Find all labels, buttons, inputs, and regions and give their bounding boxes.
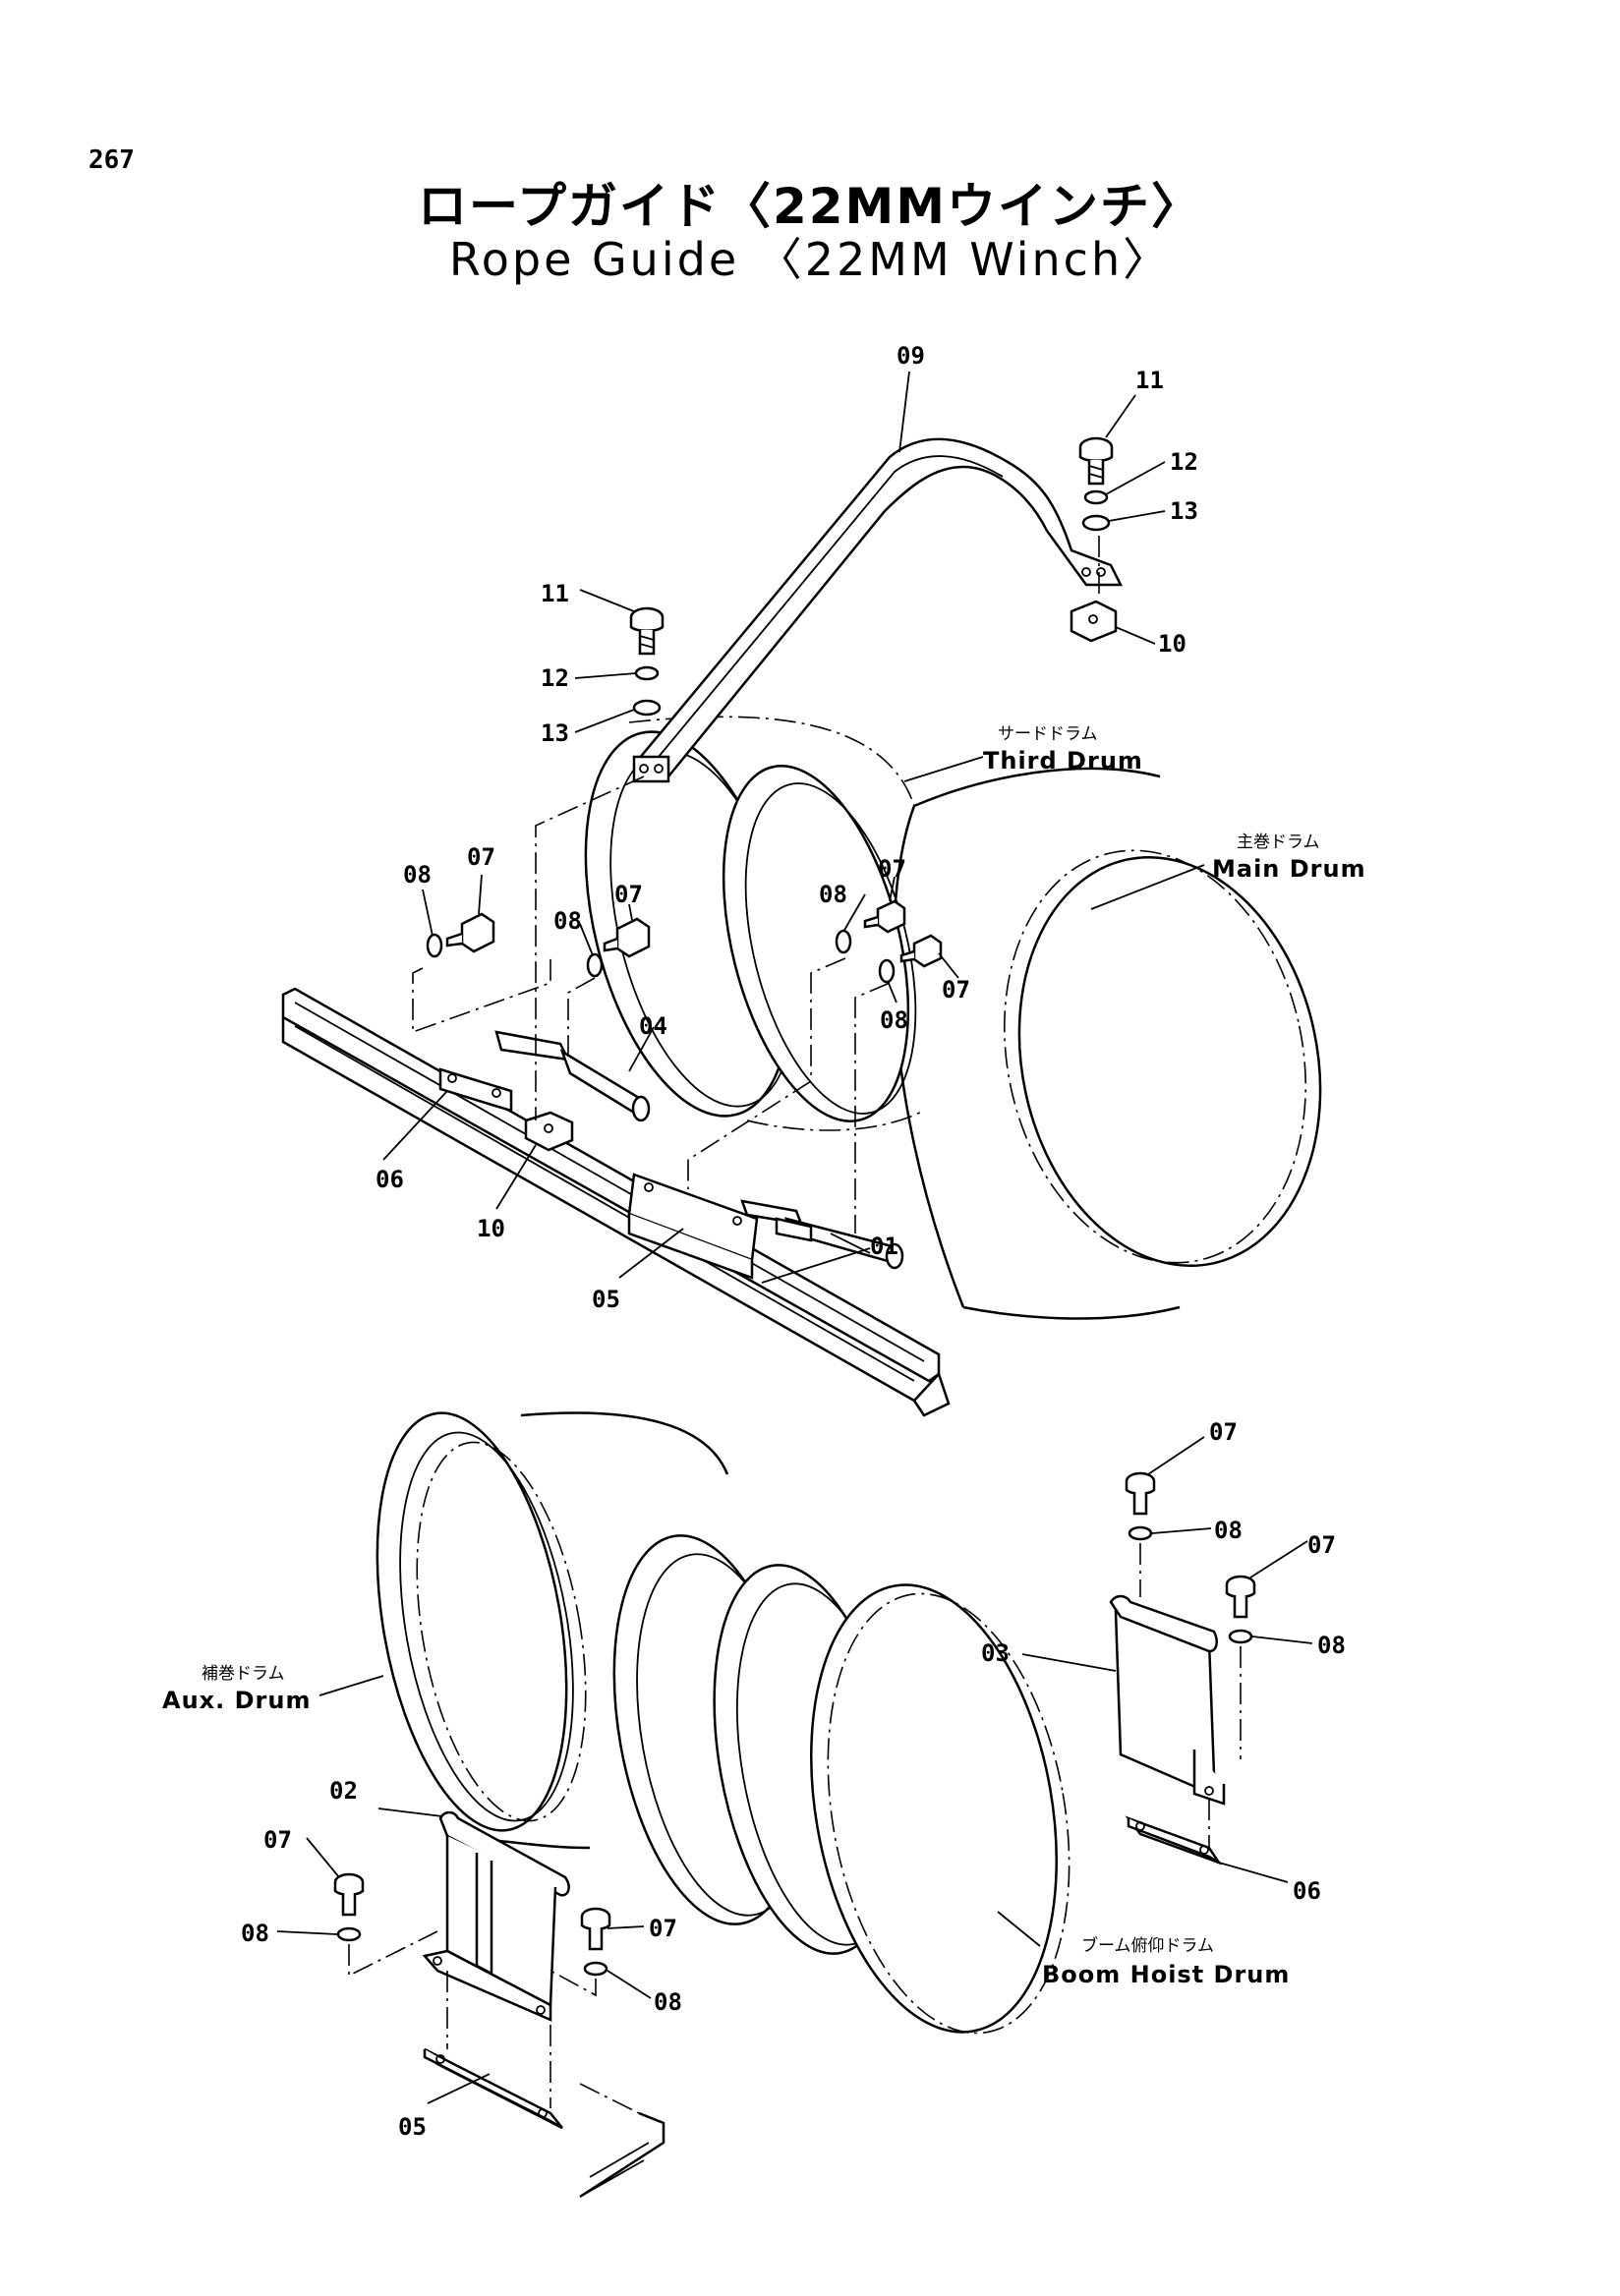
plate-05-lower xyxy=(423,2047,563,2130)
callout-01: 01 xyxy=(870,1233,898,1260)
title-english: Rope Guide 〈22MM Winch〉 xyxy=(448,233,1172,286)
drum-labels: サードドラム Third Drum 主巻ドラム Main Drum 補巻ドラム … xyxy=(162,724,1366,1988)
aux-drum-label-jp: 補巻ドラム xyxy=(202,1664,285,1684)
callout-07-d: 07 xyxy=(942,976,970,1004)
callout-08-d: 08 xyxy=(880,1006,908,1034)
callout-07-b: 07 xyxy=(614,881,643,908)
washer-13-upper-left xyxy=(632,699,662,717)
callout-12-upper-right: 12 xyxy=(1170,448,1198,476)
callout-08-e: 08 xyxy=(1214,1517,1243,1544)
plate-06-upper xyxy=(438,1067,513,1113)
callout-08-f: 08 xyxy=(1317,1632,1346,1659)
callout-11-upper-left: 11 xyxy=(541,580,569,607)
aux-drum-label-en: Aux. Drum xyxy=(162,1687,311,1714)
callout-08-b: 08 xyxy=(553,907,582,935)
bolt-11-upper-left xyxy=(629,606,665,656)
bolt-07-d xyxy=(899,934,943,968)
callout-07-f: 07 xyxy=(1307,1531,1336,1559)
washer-13-upper-right xyxy=(1081,514,1111,532)
callout-08-h: 08 xyxy=(654,1988,682,2016)
bolt-07-e xyxy=(1125,1471,1156,1516)
washer-08-c xyxy=(835,929,852,954)
callout-12-upper-left: 12 xyxy=(541,664,569,692)
callout-13-upper-right: 13 xyxy=(1170,497,1198,525)
bolt-07-b xyxy=(603,917,651,958)
washer-08-a xyxy=(426,933,443,958)
washer-08-f xyxy=(1228,1629,1253,1644)
callout-04: 04 xyxy=(639,1012,667,1040)
washer-08-b xyxy=(586,952,604,978)
block-10-upper xyxy=(1070,600,1118,643)
callout-06-upper: 06 xyxy=(376,1166,404,1193)
boom-hoist-drum-label-jp: ブーム俯仰ドラム xyxy=(1081,1935,1214,1956)
callout-labels: 09 11 12 13 10 11 12 13 07 08 07 08 08 0… xyxy=(241,342,1346,2141)
leader-lines xyxy=(276,371,1313,2104)
rope-guide-03 xyxy=(1109,1594,1226,1806)
main-drum-label-jp: 主巻ドラム xyxy=(1237,832,1320,852)
block-10-lower xyxy=(524,1111,574,1152)
callout-09: 09 xyxy=(897,342,925,370)
callout-02: 02 xyxy=(329,1777,358,1805)
rope-guide-02 xyxy=(422,1810,570,2022)
page-number: 267 xyxy=(88,145,135,175)
callout-08-a: 08 xyxy=(403,861,432,889)
third-drum-label-en: Third Drum xyxy=(983,747,1143,775)
rope-arm-09 xyxy=(632,437,1124,783)
bolt-07-h xyxy=(580,1907,611,1951)
washer-12-upper-left xyxy=(634,665,660,681)
channel-rail xyxy=(281,987,951,1417)
callout-06-lower: 06 xyxy=(1293,1877,1321,1905)
callout-10-upper: 10 xyxy=(1158,630,1186,658)
rope-guide-01 xyxy=(740,1199,904,1270)
boom-hoist-drum xyxy=(612,1534,1070,2035)
callout-05-lower: 05 xyxy=(398,2113,427,2141)
washer-08-e xyxy=(1128,1525,1153,1541)
boom-hoist-drum-label-en: Boom Hoist Drum xyxy=(1042,1961,1290,1988)
third-drum xyxy=(584,716,925,1131)
bolt-11-upper-right xyxy=(1078,436,1114,486)
third-drum-label-jp: サードドラム xyxy=(998,724,1098,744)
callout-07-e: 07 xyxy=(1209,1418,1238,1446)
callout-07-c: 07 xyxy=(878,855,906,883)
bolt-07-g xyxy=(333,1872,365,1917)
plate-05-upper xyxy=(627,1173,813,1280)
washer-08-d xyxy=(878,958,896,984)
washer-08-h xyxy=(583,1961,608,1977)
plate-06-lower xyxy=(1125,1815,1223,1866)
lower-rail-stub xyxy=(579,2083,665,2199)
rope-guide-04 xyxy=(494,1030,651,1122)
washer-12-upper-right xyxy=(1083,489,1109,505)
main-drum xyxy=(892,767,1322,1320)
aux-drum xyxy=(376,1411,729,1850)
bolt-07-c xyxy=(863,899,906,934)
callout-07-g: 07 xyxy=(263,1826,292,1854)
main-drum-label-en: Main Drum xyxy=(1212,855,1366,883)
callout-13-upper-left: 13 xyxy=(541,719,569,747)
callout-08-g: 08 xyxy=(241,1920,269,1947)
callout-08-c: 08 xyxy=(819,881,847,908)
callout-07-a: 07 xyxy=(467,843,495,871)
washer-08-g xyxy=(336,1926,362,1942)
callout-11-upper-right: 11 xyxy=(1135,367,1164,394)
callout-07-h: 07 xyxy=(649,1915,677,1942)
title-japanese: ロープガイド〈22MMウインチ〉 xyxy=(417,178,1203,235)
callout-10-lower: 10 xyxy=(477,1215,505,1242)
callout-03: 03 xyxy=(981,1639,1010,1667)
callout-05-upper: 05 xyxy=(592,1286,620,1313)
bolt-07-f xyxy=(1225,1575,1256,1619)
